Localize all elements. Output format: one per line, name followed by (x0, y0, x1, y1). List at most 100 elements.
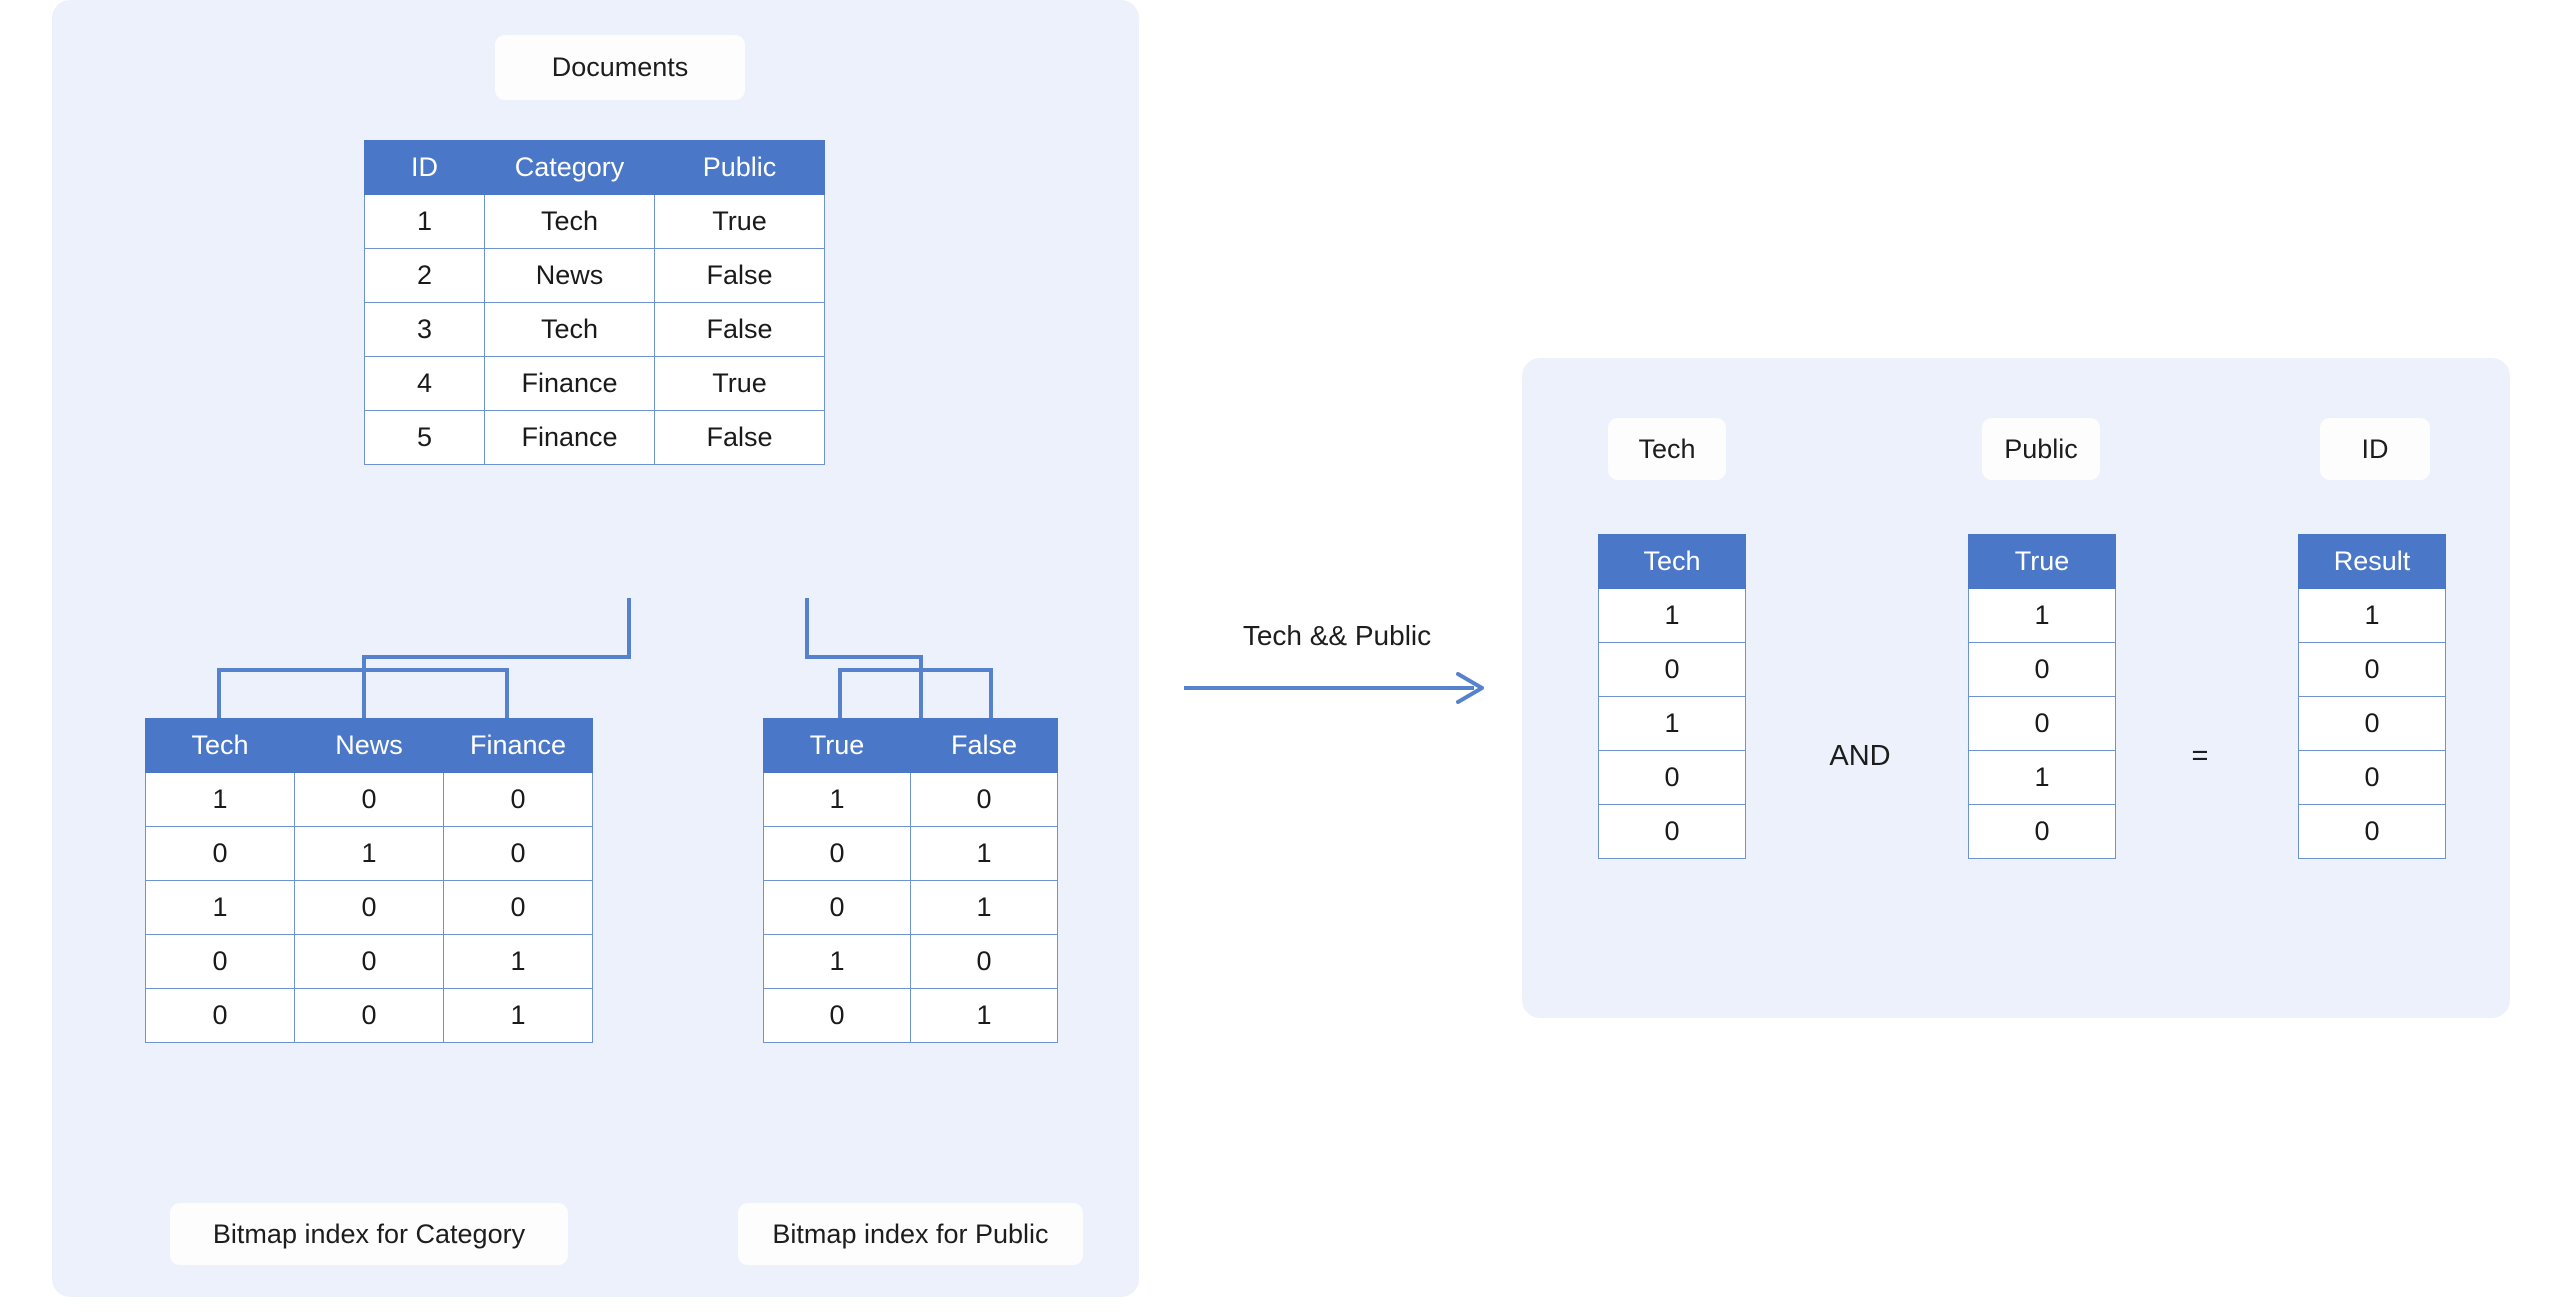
equals-operator: = (2191, 740, 2209, 772)
bit-cell: 0 (763, 826, 911, 881)
column-header-true: True (1968, 534, 2116, 589)
table-row: 0 0 1 (145, 988, 593, 1043)
connector-public-stem-top (805, 598, 809, 657)
table-row: 0 (2298, 642, 2446, 697)
bit-cell: 1 (443, 988, 593, 1043)
column-header-id: ID (364, 140, 485, 195)
column-header-true: True (763, 718, 911, 773)
table-row: 2 News False (364, 248, 825, 303)
cell-public: False (654, 302, 825, 357)
result-column-table: Result 1 0 0 0 0 (2298, 534, 2446, 859)
operand-label-public: Public (1982, 418, 2100, 480)
arrow-right-icon (1184, 672, 1484, 704)
table-row: 1 0 (763, 772, 1058, 827)
connector-public-elbow-top (805, 655, 923, 659)
bit-cell: 0 (145, 826, 295, 881)
cell-category: Finance (484, 356, 655, 411)
flow-arrow: Tech && Public (1182, 620, 1492, 730)
connector-public-leg-left (838, 668, 842, 720)
table-row: 0 1 (763, 880, 1058, 935)
bit-cell: 1 (1968, 750, 2116, 805)
cell-id: 1 (364, 194, 485, 249)
bit-cell: 0 (294, 988, 444, 1043)
table-row: 1 (2298, 588, 2446, 643)
operand-b-column-table: True 1 0 0 1 0 (1968, 534, 2116, 859)
and-operator: AND (1829, 740, 1891, 772)
connector-category-leg-right (505, 668, 509, 720)
column-header-news: News (294, 718, 444, 773)
cell-id: 2 (364, 248, 485, 303)
column-header-public: Public (654, 140, 825, 195)
connector-category-leg-left (217, 668, 221, 720)
bit-cell: 0 (1968, 804, 2116, 859)
bit-cell: 0 (2298, 642, 2446, 697)
column-header-tech: Tech (145, 718, 295, 773)
table-header-row: ID Category Public (364, 140, 825, 195)
cell-public: False (654, 410, 825, 465)
table-row: 0 (1598, 750, 1746, 805)
bit-cell: 1 (443, 934, 593, 989)
bit-cell: 0 (910, 772, 1058, 827)
column-header-result: Result (2298, 534, 2446, 589)
operand-a-column-table: Tech 1 0 1 0 0 (1598, 534, 1746, 859)
bit-cell: 0 (1968, 642, 2116, 697)
cell-id: 3 (364, 302, 485, 357)
table-row: 0 (1968, 642, 2116, 697)
bit-cell: 1 (1968, 588, 2116, 643)
bit-cell: 0 (145, 988, 295, 1043)
column-header-false: False (910, 718, 1058, 773)
bit-cell: 0 (1968, 696, 2116, 751)
bit-cell: 0 (1598, 642, 1746, 697)
public-bitmap-table: True False 1 0 0 1 0 1 1 0 0 1 (763, 718, 1058, 1043)
column-header-finance: Finance (443, 718, 593, 773)
table-header-row: True False (763, 718, 1058, 773)
bit-cell: 0 (1598, 750, 1746, 805)
table-row: 0 (2298, 804, 2446, 859)
table-header-row: Tech News Finance (145, 718, 593, 773)
bit-cell: 1 (2298, 588, 2446, 643)
bit-cell: 1 (910, 988, 1058, 1043)
table-row: 0 (1598, 642, 1746, 697)
cell-category: Tech (484, 302, 655, 357)
table-row: 0 1 0 (145, 826, 593, 881)
bit-cell: 0 (1598, 804, 1746, 859)
table-row: 0 (1598, 804, 1746, 859)
column-header-category: Category (484, 140, 655, 195)
table-row: 0 (2298, 750, 2446, 805)
table-row: 4 Finance True (364, 356, 825, 411)
bit-cell: 1 (1598, 696, 1746, 751)
bit-cell: 0 (443, 826, 593, 881)
bit-cell: 0 (2298, 696, 2446, 751)
cell-public: True (654, 356, 825, 411)
operand-label-tech: Tech (1608, 418, 1726, 480)
bit-cell: 1 (145, 880, 295, 935)
bit-cell: 0 (763, 880, 911, 935)
bit-cell: 0 (443, 880, 593, 935)
public-bitmap-caption: Bitmap index for Public (738, 1203, 1083, 1265)
bit-cell: 1 (910, 880, 1058, 935)
cell-public: False (654, 248, 825, 303)
bit-cell: 1 (763, 934, 911, 989)
table-header-row: Result (2298, 534, 2446, 589)
cell-id: 4 (364, 356, 485, 411)
bit-cell: 1 (1598, 588, 1746, 643)
table-row: 5 Finance False (364, 410, 825, 465)
bit-cell: 0 (2298, 804, 2446, 859)
table-header-row: True (1968, 534, 2116, 589)
table-row: 0 (1968, 696, 2116, 751)
bit-cell: 1 (294, 826, 444, 881)
category-bitmap-caption: Bitmap index for Category (170, 1203, 568, 1265)
connector-category-stem-mid (362, 655, 366, 721)
operand-label-id: ID (2320, 418, 2430, 480)
bit-cell: 0 (294, 934, 444, 989)
category-bitmap-table: Tech News Finance 1 0 0 0 1 0 1 0 0 0 0 … (145, 718, 593, 1043)
cell-category: Finance (484, 410, 655, 465)
bit-cell: 0 (763, 988, 911, 1043)
connector-public-leg-right (989, 668, 993, 720)
table-row: 1 Tech True (364, 194, 825, 249)
documents-table: ID Category Public 1 Tech True 2 News Fa… (364, 140, 825, 465)
cell-category: Tech (484, 194, 655, 249)
bit-cell: 1 (145, 772, 295, 827)
bit-cell: 0 (294, 772, 444, 827)
bit-cell: 1 (763, 772, 911, 827)
